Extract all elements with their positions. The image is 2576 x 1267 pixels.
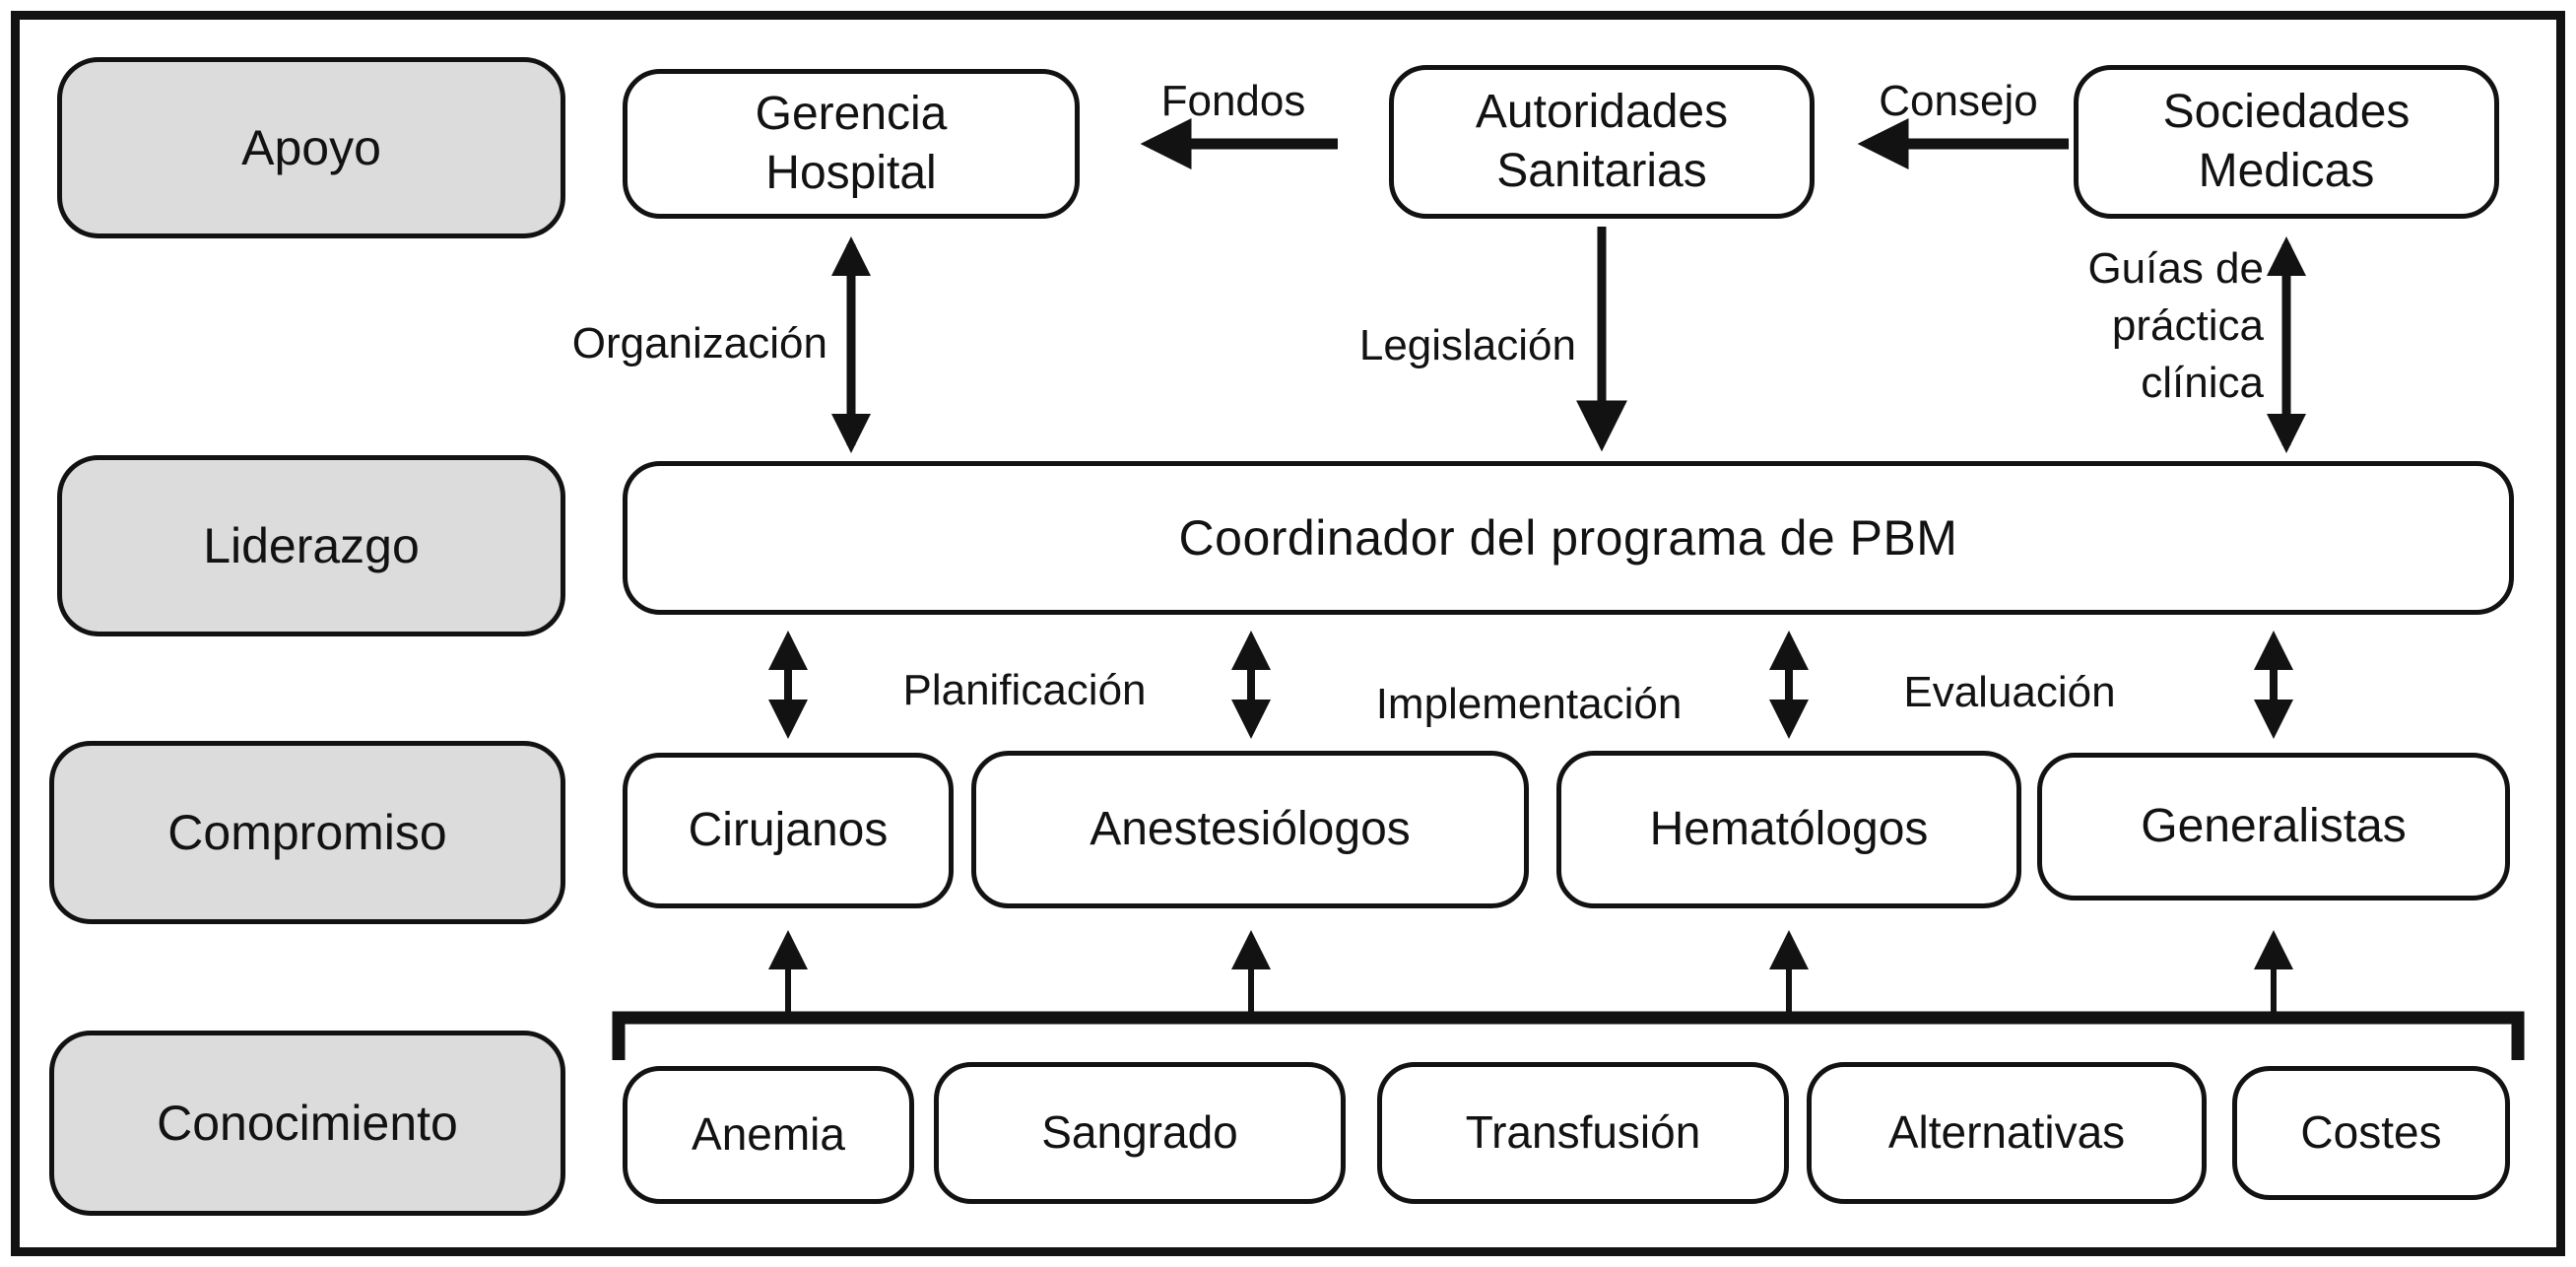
- node-hematologos: Hematólogos: [1556, 751, 2021, 908]
- edge-label-planificacion: Planificación: [902, 666, 1147, 714]
- row-label-conocimiento: Conocimiento: [49, 1031, 565, 1216]
- node-sangrado: Sangrado: [934, 1062, 1346, 1204]
- node-gerencia-hospital: Gerencia Hospital: [623, 69, 1080, 219]
- node-alternativas: Alternativas: [1807, 1062, 2207, 1204]
- node-anestesiologos: Anestesiólogos: [971, 751, 1529, 908]
- node-cirujanos: Cirujanos: [623, 753, 954, 908]
- row-label-apoyo: Apoyo: [57, 57, 565, 238]
- row-label-compromiso: Compromiso: [49, 741, 565, 924]
- node-anemia: Anemia: [623, 1066, 914, 1204]
- edge-label-legislacion: Legislación: [1358, 321, 1576, 369]
- edge-label-consejo: Consejo: [1879, 77, 2038, 125]
- edge-label-guias: Guías de práctica clínica: [2087, 244, 2264, 408]
- row-label-liderazgo: Liderazgo: [57, 455, 565, 636]
- node-coordinador-pbm: Coordinador del programa de PBM: [623, 461, 2514, 615]
- node-transfusion: Transfusión: [1377, 1062, 1789, 1204]
- edge-label-evaluacion: Evaluación: [1903, 668, 2116, 716]
- node-generalistas: Generalistas: [2037, 753, 2510, 900]
- edge-label-organizacion: Organización: [571, 319, 827, 367]
- edge-label-fondos: Fondos: [1160, 77, 1306, 125]
- node-sociedades-medicas: Sociedades Medicas: [2074, 65, 2499, 219]
- node-costes: Costes: [2232, 1066, 2510, 1200]
- edge-label-implementacion: Implementación: [1375, 680, 1683, 728]
- node-autoridades-sanitarias: Autoridades Sanitarias: [1389, 65, 1815, 219]
